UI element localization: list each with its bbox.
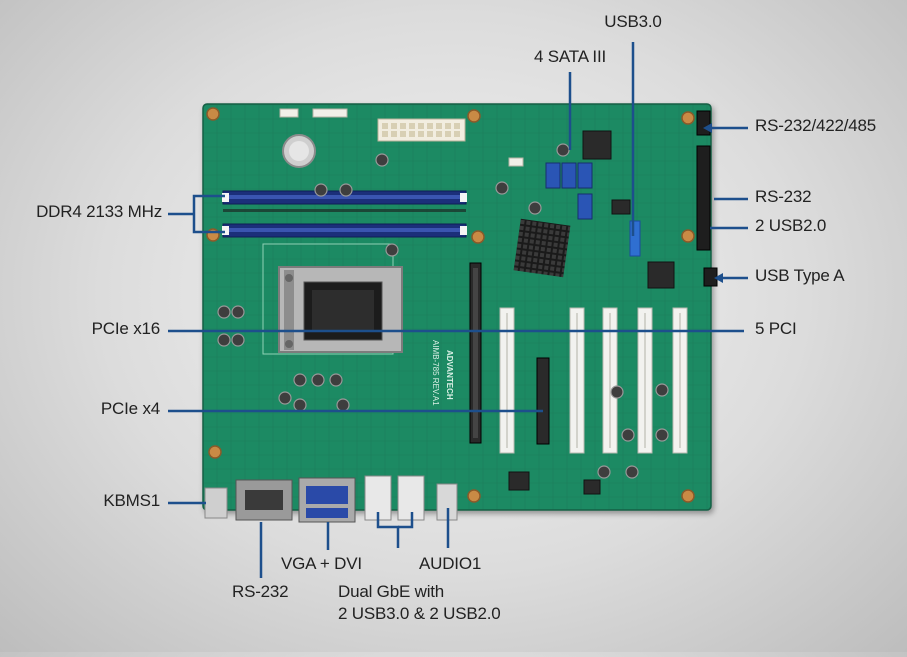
label-ddr4: DDR4 2133 MHz xyxy=(36,202,162,221)
pci-slot-grooves xyxy=(506,313,681,448)
label-pcie-x16: PCIe x16 xyxy=(91,319,161,338)
label-vga-dvi: VGA + DVI xyxy=(281,554,362,573)
silkscreen-brand-text: ADVANTECH xyxy=(445,350,454,400)
label-audio: AUDIO1 xyxy=(419,554,482,573)
silkscreen: AIMB-785 REV.A1 ADVANTECH xyxy=(431,340,454,406)
label-pcie-x4: PCIe x4 xyxy=(100,399,160,418)
atx-power-connector xyxy=(377,118,466,142)
chipset-heatsink xyxy=(513,218,571,278)
label-pci: 5 PCI xyxy=(755,319,797,338)
cpu-socket xyxy=(262,243,403,355)
label-kbms: KBMS1 xyxy=(103,491,160,510)
cmos-battery xyxy=(282,134,316,168)
label-rs232-422-485: RS-232/422/485 xyxy=(755,116,877,135)
sata-connectors xyxy=(545,162,593,220)
dimm-slots xyxy=(222,190,467,238)
label-usb30: USB3.0 xyxy=(604,12,662,31)
usb3-header xyxy=(629,220,641,257)
label-sata: 4 SATA III xyxy=(533,47,606,66)
capacitors xyxy=(217,143,669,479)
callout-arrows xyxy=(703,123,723,283)
pcie-x16-slot xyxy=(469,262,482,444)
silkscreen-model-text: AIMB-785 REV.A1 xyxy=(431,340,440,406)
rear-io xyxy=(204,475,458,523)
label-usb-type-a: USB Type A xyxy=(755,266,845,285)
label-rs232-header: RS-232 xyxy=(755,187,812,206)
pcie-x4-slot xyxy=(536,357,550,445)
label-gbe-line1: Dual GbE with xyxy=(338,582,445,601)
label-usb20-header: 2 USB2.0 xyxy=(755,216,827,235)
callout-lines xyxy=(168,42,748,578)
label-rs232-rear: RS-232 xyxy=(232,582,289,601)
top-headers xyxy=(279,108,524,167)
label-gbe-line2: 2 USB3.0 & 2 USB2.0 xyxy=(338,604,501,623)
ic-chips xyxy=(508,130,675,495)
